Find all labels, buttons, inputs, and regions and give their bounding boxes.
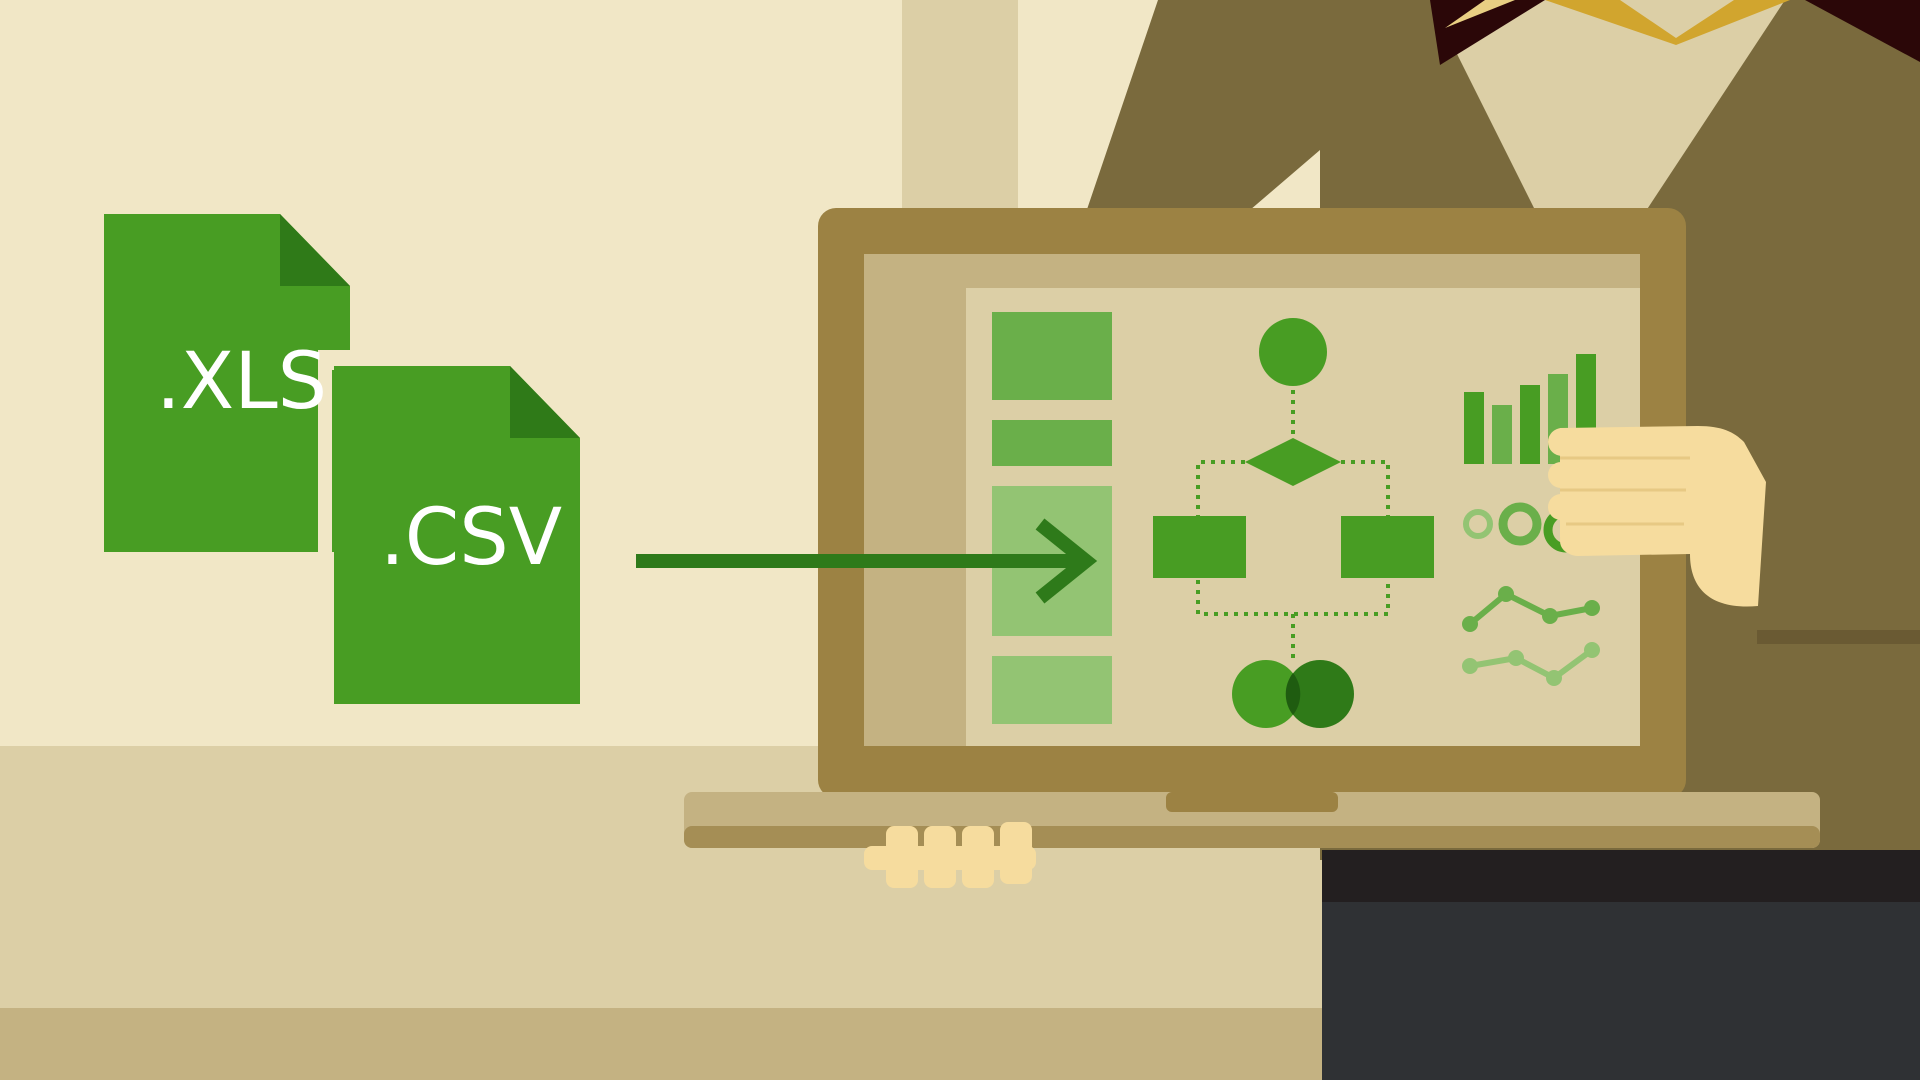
ring-medium-icon	[1498, 502, 1542, 546]
sidebar-block-2	[992, 420, 1112, 466]
finger-1	[1548, 428, 1702, 456]
csv-file-fold	[510, 366, 580, 438]
line-point	[1546, 670, 1562, 686]
bar-1	[1464, 392, 1484, 464]
line-point	[1508, 650, 1524, 666]
shirt	[1430, 0, 1785, 290]
venn-circle-right	[1286, 660, 1354, 728]
belt	[1322, 850, 1920, 902]
flowchart-process-right	[1341, 516, 1434, 578]
jacket-seam	[1757, 630, 1920, 644]
right-hand	[1548, 426, 1766, 607]
flowchart-decision	[1245, 438, 1341, 486]
lapel-left	[1430, 0, 1545, 65]
laptop-hinge	[1166, 792, 1338, 812]
line-point	[1542, 608, 1558, 624]
csv-file-icon	[334, 366, 580, 704]
finger	[886, 826, 918, 888]
left-hand	[864, 822, 1036, 888]
line-series-2	[1469, 647, 1594, 682]
arrow-shaft	[636, 554, 1082, 568]
lapel-right	[1805, 0, 1920, 62]
line-point	[1462, 616, 1478, 632]
flowchart-start-node	[1259, 318, 1327, 386]
line-point	[1462, 658, 1478, 674]
flowchart-connector-left	[1196, 460, 1245, 516]
flowchart-connector-right	[1341, 460, 1390, 516]
screen-sidebar	[992, 312, 1112, 724]
xls-file-body	[104, 214, 350, 552]
sidebar-block-4	[992, 656, 1112, 724]
file-gap	[318, 350, 332, 552]
sidebar-block-1	[992, 312, 1112, 400]
flowchart-connector-bottom	[1196, 580, 1390, 616]
line-series-1	[1468, 590, 1593, 627]
finger-2	[1548, 462, 1696, 488]
finger-4	[1560, 528, 1686, 554]
line-point	[1584, 642, 1600, 658]
finger	[924, 826, 956, 888]
venn-icon	[1232, 660, 1354, 728]
arrow-icon	[636, 518, 1098, 604]
xls-file-fold	[280, 214, 350, 286]
bar-2	[1492, 405, 1512, 464]
xls-file-icon	[104, 214, 350, 552]
ring-small-icon	[1463, 509, 1493, 539]
arrow-head	[1035, 518, 1098, 604]
finger	[962, 826, 994, 888]
venn-overlap	[1285, 673, 1301, 715]
collar-highlight	[1445, 0, 1515, 28]
collar	[1545, 0, 1790, 45]
csv-file-body	[334, 366, 580, 704]
finger-3	[1548, 494, 1688, 520]
flowchart-process-left	[1153, 516, 1246, 578]
laptop-base-edge	[684, 826, 1820, 848]
flowchart-icon	[1153, 318, 1434, 664]
bar-3	[1520, 385, 1540, 464]
xls-label: .XLS	[156, 337, 327, 427]
line-chart-icon	[1462, 586, 1600, 686]
csv-label: .CSV	[380, 493, 562, 583]
finger	[1000, 822, 1032, 884]
line-point	[1498, 586, 1514, 602]
venn-circle-left	[1232, 660, 1300, 728]
line-point	[1584, 600, 1600, 616]
